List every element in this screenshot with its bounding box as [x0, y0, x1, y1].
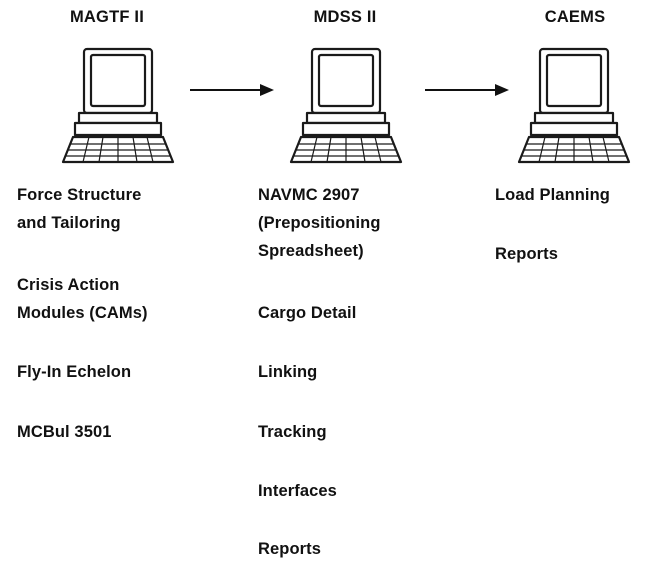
magtf-item-force-structure: Force Structure and Tailoring	[17, 186, 142, 232]
magtf-item-mcbul: MCBul 3501	[17, 423, 112, 441]
mdss-item-interfaces: Interfaces	[258, 482, 337, 500]
computer-icon	[61, 47, 175, 164]
arrow-right-icon	[190, 84, 274, 96]
caems-item-reports: Reports	[495, 245, 559, 263]
mdss-item-linking: Linking	[258, 363, 318, 381]
mdss-item-cargo-detail: Cargo Detail	[258, 304, 357, 322]
caems-item-load-planning: Load Planning	[495, 186, 610, 204]
column-title-caems: CAEMS	[544, 8, 606, 26]
magtf-item-fly-in-echelon: Fly-In Echelon	[17, 363, 132, 381]
magtf-item-crisis-action: Crisis Action Modules (CAMs)	[17, 276, 148, 322]
computer-icon	[289, 47, 403, 164]
arrow-right-icon	[425, 84, 509, 96]
column-title-mdss: MDSS II	[313, 8, 377, 26]
mdss-item-tracking: Tracking	[258, 423, 327, 441]
column-title-magtf: MAGTF II	[69, 8, 144, 26]
mdss-item-reports: Reports	[258, 540, 322, 558]
mdss-item-navmc: NAVMC 2907 (Prepositioning Spreadsheet)	[258, 186, 381, 260]
computer-icon	[517, 47, 631, 164]
